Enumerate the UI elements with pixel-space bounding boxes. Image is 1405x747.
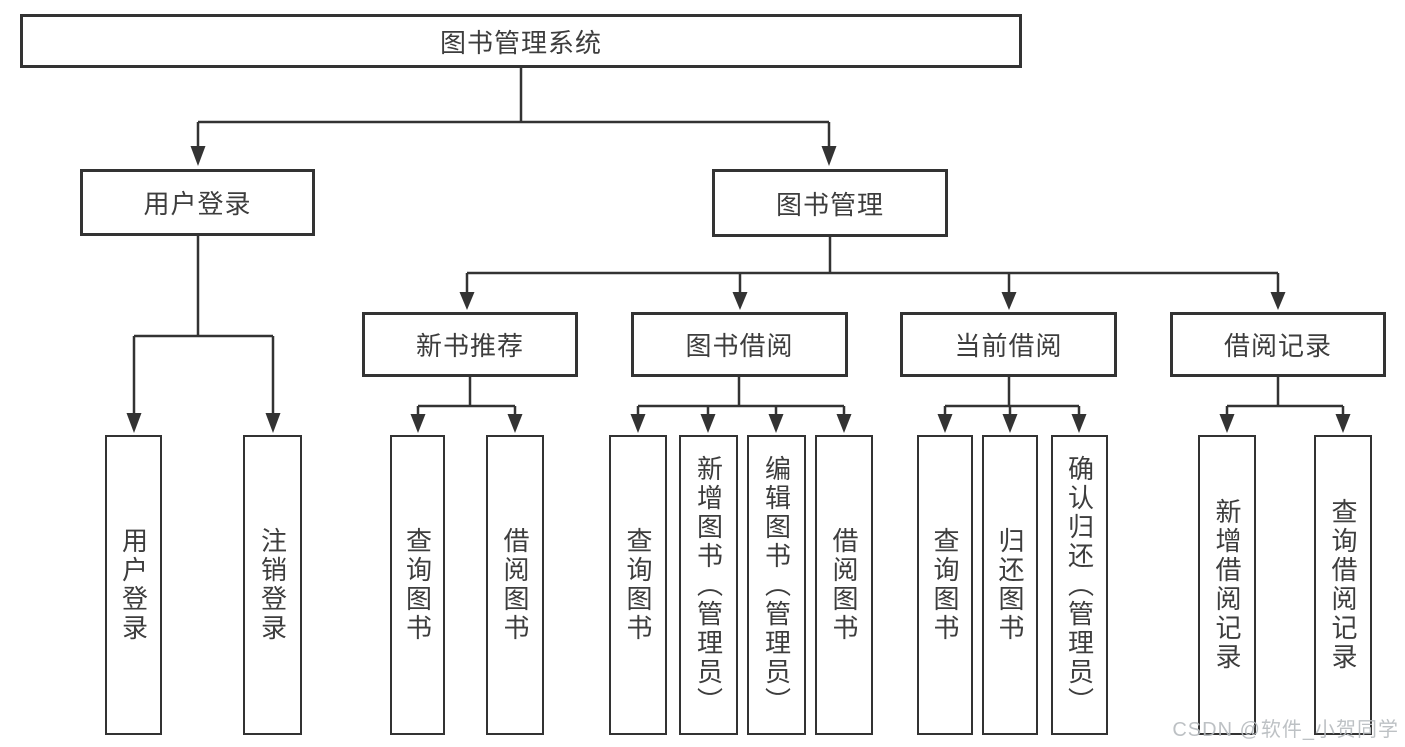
leaf-edit-books-admin: 编辑图书（管理员） <box>747 435 806 735</box>
leaf-user-login-label: 用户登录 <box>118 527 149 643</box>
leaf-return-books: 归还图书 <box>982 435 1038 735</box>
node-book-management: 图书管理 <box>712 169 948 237</box>
node-user-login-label: 用户登录 <box>143 189 252 219</box>
node-user-login: 用户登录 <box>80 169 315 236</box>
node-new-book-recommend: 新书推荐 <box>362 312 578 377</box>
leaf-recommend-borrow-books-label: 借阅图书 <box>500 527 530 643</box>
leaf-confirm-return-admin: 确认归还（管理员） <box>1051 435 1108 735</box>
node-book-borrow-label: 图书借阅 <box>685 331 794 361</box>
node-current-borrow: 当前借阅 <box>900 312 1117 377</box>
leaf-edit-books-admin-label: 编辑图书（管理员） <box>761 454 792 716</box>
leaf-logout-label: 注销登录 <box>257 527 288 643</box>
node-book-borrow: 图书借阅 <box>631 312 848 377</box>
leaf-borrow-books: 借阅图书 <box>815 435 873 735</box>
leaf-recommend-borrow-books: 借阅图书 <box>486 435 544 735</box>
leaf-add-borrow-record-label: 新增借阅记录 <box>1212 498 1242 672</box>
leaf-current-query-books-label: 查询图书 <box>930 527 960 643</box>
node-borrow-records-label: 借阅记录 <box>1223 331 1332 361</box>
node-current-borrow-label: 当前借阅 <box>954 331 1063 361</box>
arrowhead-icons <box>126 146 1351 433</box>
leaf-query-borrow-record: 查询借阅记录 <box>1314 435 1372 735</box>
node-root-label: 图书管理系统 <box>439 27 602 58</box>
node-new-book-recommend-label: 新书推荐 <box>415 331 524 361</box>
leaf-add-borrow-record: 新增借阅记录 <box>1198 435 1256 735</box>
leaf-recommend-query-books: 查询图书 <box>390 435 445 735</box>
leaf-borrow-books-label: 借阅图书 <box>829 527 859 643</box>
leaf-add-books-admin-label: 新增图书（管理员） <box>693 454 724 716</box>
csdn-watermark: CSDN @软件_小贺同学 <box>1172 719 1399 741</box>
leaf-borrow-query-books-label: 查询图书 <box>623 527 653 643</box>
leaf-logout: 注销登录 <box>243 435 302 735</box>
node-borrow-records: 借阅记录 <box>1170 312 1386 377</box>
leaf-add-books-admin: 新增图书（管理员） <box>679 435 738 735</box>
leaf-query-borrow-record-label: 查询借阅记录 <box>1328 498 1358 672</box>
leaf-borrow-query-books: 查询图书 <box>609 435 667 735</box>
node-book-management-label: 图书管理 <box>775 189 884 220</box>
leaf-return-books-label: 归还图书 <box>995 527 1025 643</box>
leaf-confirm-return-admin-label: 确认归还（管理员） <box>1064 454 1095 716</box>
leaf-recommend-query-books-label: 查询图书 <box>402 527 433 643</box>
leaf-current-query-books: 查询图书 <box>917 435 973 735</box>
leaf-user-login: 用户登录 <box>105 435 162 735</box>
node-root: 图书管理系统 <box>20 14 1022 68</box>
